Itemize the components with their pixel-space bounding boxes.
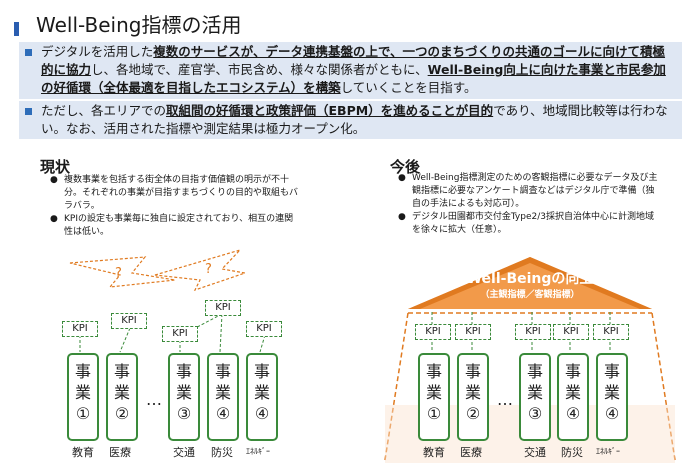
kpi-box-5: KPI (246, 321, 282, 337)
body-text: していくことを目指す。 (340, 80, 477, 95)
bullet-square-icon (25, 108, 32, 115)
kpi-box-3: KPI (162, 326, 198, 342)
kpi-box-r2: KPI (455, 324, 491, 340)
left-point-2: ● KPIの設定も事業毎に独自に設定されており、相互の連関性は低い。 (50, 213, 300, 239)
kpi-box-2: KPI (111, 313, 147, 329)
body-text: であり、地域間比較等は行わない。なお、活用された指標や測定結果は極力オープン化。 (41, 103, 668, 136)
question-mark-2: ? (205, 262, 212, 277)
label-transport: 交通 (173, 446, 195, 459)
label-r-disaster: 防災 (561, 446, 583, 459)
ellipsis: … (146, 390, 162, 409)
right-point-1: ● Well-Being指標測定のための客観指標に必要なデータ及び主観指標に必要… (398, 172, 660, 211)
bullet-dot-icon: ● (398, 212, 406, 222)
bullet-dot-icon: ● (50, 214, 58, 224)
right-point-2: ● デジタル田園都市交付金Type2/3採択自治体中心に計測地域を徐々に拡大（任… (398, 211, 660, 237)
ellipsis-r: … (497, 390, 513, 409)
bullet-box-2: ただし、各エリアでの取組間の好循環と政策評価（EBPM）を進めることが目的であり… (19, 101, 682, 139)
bullet-box-1: デジタルを活用した複数のサービスが、データ連携基盤の上で、一つのまちづくりの共通… (19, 42, 682, 99)
roof-subtitle: （主観指標／客観指標） (480, 290, 580, 300)
body-text: ただし、各エリアでの (41, 103, 167, 118)
emphasis-text: Well-Being向上に向けた事業と市民参加の好循環（全体最適を目指したエコシ… (41, 62, 666, 95)
bullet-dot-icon: ● (398, 173, 406, 183)
page-title: Well-Being指標の活用 (36, 13, 242, 37)
bullet-dot-icon: ● (50, 175, 58, 185)
right-heading: 今後 (390, 158, 421, 176)
emphasis-text: 複数のサービスが、データ連携基盤の上で、一つのまちづくりの共通のゴールに向けて積… (41, 44, 666, 77)
body-text: デジタルを活用した (41, 44, 154, 59)
label-r-energy: ｴﾈﾙｷﾞｰ (596, 447, 620, 456)
left-points: ● 複数事業を包括する街全体の目指す価値観の明示が不十分。それぞれの事業が目指す… (50, 174, 300, 239)
roof-title: Well-Beingの向上 (466, 271, 594, 287)
right-point-1-text: Well-Being指標測定のための客観指標に必要なデータ及び主観指標に必要なア… (412, 173, 658, 209)
left-point-1: ● 複数事業を包括する街全体の目指す価値観の明示が不十分。それぞれの事業が目指す… (50, 174, 300, 213)
label-disaster: 防災 (211, 446, 233, 459)
label-r-transport: 交通 (524, 446, 546, 459)
kpi-box-r3: KPI (515, 324, 551, 340)
right-point-2-text: デジタル田園都市交付金Type2/3採択自治体中心に計測地域を徐々に拡大（任意）… (412, 212, 654, 235)
body-text: し、各地域で、産官学、市民含め、様々な関係者がともに、 (91, 62, 428, 77)
question-flags-icon: ? ? (69, 248, 246, 292)
label-education: 教育 (72, 446, 94, 459)
emphasis-text: 取組間の好循環と政策評価（EBPM）を進めることが目的 (166, 103, 494, 118)
left-heading: 現状 (40, 158, 71, 176)
left-point-2-text: KPIの設定も事業毎に独自に設定されており、相互の連関性は低い。 (64, 214, 294, 237)
left-point-1-text: 複数事業を包括する街全体の目指す価値観の明示が不十分。それぞれの事業が目指すまち… (64, 175, 299, 211)
label-energy: ｴﾈﾙｷﾞｰ (246, 447, 270, 456)
kpi-box-1: KPI (62, 321, 98, 337)
bullet-text-1: デジタルを活用した複数のサービスが、データ連携基盤の上で、一つのまちづくりの共通… (41, 43, 677, 97)
label-r-medical: 医療 (460, 446, 482, 459)
title-accent-bar (14, 22, 19, 36)
label-r-education: 教育 (423, 446, 445, 459)
right-points: ● Well-Being指標測定のための客観指標に必要なデータ及び主観指標に必要… (398, 172, 660, 237)
label-medical: 医療 (109, 446, 131, 459)
kpi-box-r1: KPI (415, 324, 451, 340)
kpi-box-r5: KPI (593, 324, 629, 340)
kpi-box-r4: KPI (553, 324, 589, 340)
kpi-box-4: KPI (205, 300, 241, 316)
bullet-square-icon (25, 49, 32, 56)
question-mark-1: ? (115, 266, 122, 281)
bullet-text-2: ただし、各エリアでの取組間の好循環と政策評価（EBPM）を進めることが目的であり… (41, 102, 677, 138)
